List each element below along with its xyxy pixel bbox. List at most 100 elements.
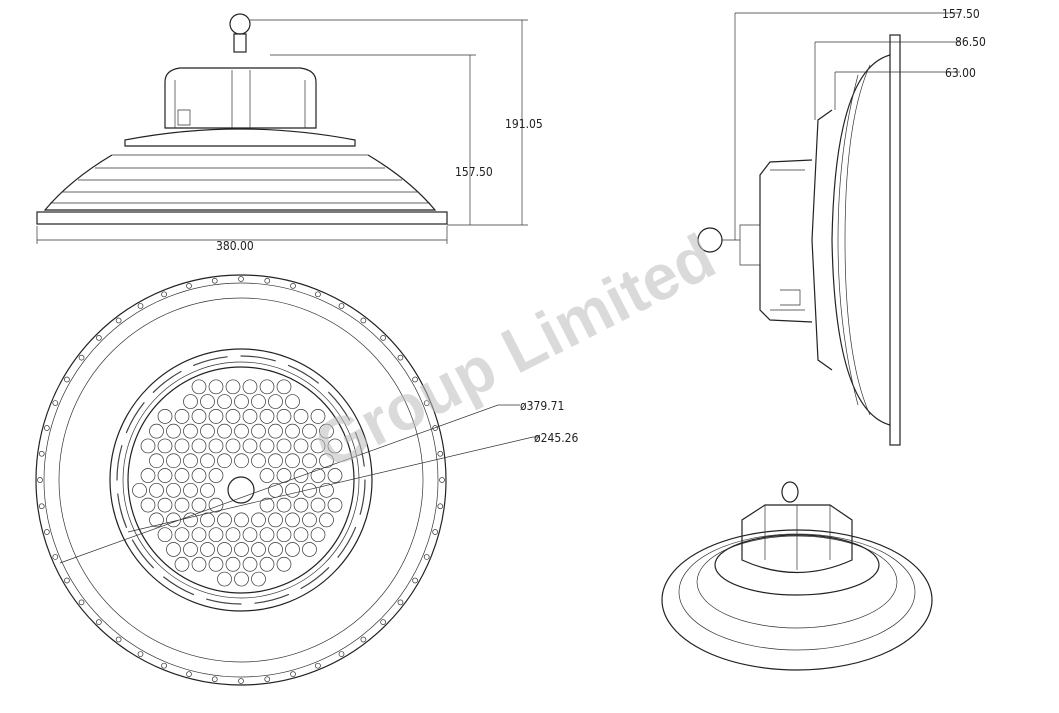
bolt-hole bbox=[96, 335, 102, 341]
led-lens bbox=[259, 409, 275, 424]
led-lens bbox=[285, 512, 300, 528]
led-lens bbox=[293, 438, 309, 454]
heatsink-ring bbox=[109, 348, 373, 612]
bolt-hole bbox=[137, 303, 144, 309]
led-lens bbox=[302, 542, 317, 557]
led-lens bbox=[157, 497, 173, 513]
led-lens bbox=[234, 394, 249, 409]
bolt-hole bbox=[412, 376, 418, 383]
bolt-hole bbox=[115, 317, 122, 324]
bolt-hole bbox=[432, 529, 439, 535]
led-lens bbox=[285, 423, 300, 439]
base-plate bbox=[36, 211, 448, 225]
led-lens bbox=[208, 379, 224, 395]
heatsink-slot bbox=[354, 431, 365, 467]
led-lens bbox=[225, 556, 241, 572]
bolt-hole bbox=[161, 291, 167, 298]
led-lens bbox=[327, 468, 343, 483]
led-lens bbox=[166, 482, 181, 498]
perspective-view bbox=[661, 481, 933, 671]
led-lens bbox=[191, 379, 207, 395]
led-lens bbox=[225, 527, 241, 543]
led-lens bbox=[276, 379, 292, 395]
heatsink-slot bbox=[254, 593, 290, 604]
led-lens bbox=[251, 542, 266, 557]
led-lens bbox=[327, 438, 343, 454]
bolt-hole bbox=[397, 354, 404, 361]
heatsink-slot bbox=[117, 493, 128, 529]
bolt-hole bbox=[432, 425, 439, 431]
bolt-hole bbox=[38, 503, 45, 510]
led-lens bbox=[208, 497, 224, 513]
led-lens bbox=[259, 438, 275, 454]
side-heatsink bbox=[811, 109, 833, 371]
led-lens bbox=[217, 571, 232, 587]
bolt-hole bbox=[315, 662, 321, 669]
led-lens bbox=[302, 423, 317, 439]
led-lens bbox=[242, 556, 258, 572]
led-lens bbox=[191, 438, 207, 454]
heatsink-slot bbox=[206, 598, 242, 605]
led-lens bbox=[310, 497, 326, 513]
hanging-ring bbox=[229, 13, 251, 35]
watermark: Group Limited bbox=[304, 220, 726, 483]
led-lens bbox=[157, 438, 173, 454]
led-lens bbox=[174, 409, 190, 424]
bolt-hole bbox=[238, 678, 244, 684]
led-lens bbox=[319, 512, 334, 528]
led-lens bbox=[242, 379, 258, 395]
led-lens bbox=[149, 512, 164, 528]
bolt-hole bbox=[52, 400, 59, 406]
bolt-hole bbox=[115, 636, 122, 643]
bolt-hole bbox=[412, 577, 418, 584]
led-lens bbox=[183, 394, 198, 409]
bolt-hole bbox=[211, 676, 218, 683]
led-lens bbox=[183, 423, 198, 439]
bolt-hole bbox=[161, 662, 167, 669]
led-lens bbox=[268, 453, 283, 469]
led-lens bbox=[242, 527, 258, 543]
led-lens bbox=[276, 497, 292, 513]
led-lens bbox=[174, 468, 190, 483]
bolt-hole bbox=[186, 282, 192, 289]
led-lens bbox=[217, 512, 232, 528]
led-lens bbox=[191, 468, 207, 483]
led-lens bbox=[149, 423, 164, 439]
dim-inner-diameter: ø245.26 bbox=[534, 431, 579, 445]
side-view: 157.50 86.50 63.00 bbox=[697, 7, 986, 446]
led-lens bbox=[251, 453, 266, 469]
led-lens bbox=[268, 512, 283, 528]
heatsink-slot bbox=[328, 391, 351, 421]
led-lens bbox=[276, 527, 292, 543]
led-lens bbox=[310, 438, 326, 454]
side-dome bbox=[831, 54, 891, 426]
led-lens bbox=[310, 409, 326, 424]
led-lens bbox=[251, 394, 266, 409]
front-view: 191.05 157.50 380.00 bbox=[36, 13, 543, 253]
led-lens bbox=[259, 527, 275, 543]
led-lens bbox=[183, 512, 198, 528]
led-lens bbox=[149, 453, 164, 469]
led-lens bbox=[208, 409, 224, 424]
led-lens bbox=[157, 527, 173, 543]
led-lens bbox=[251, 423, 266, 439]
led-lens bbox=[140, 468, 156, 483]
heatsink-slot bbox=[287, 364, 319, 384]
led-lens bbox=[200, 512, 215, 528]
led-lens bbox=[302, 512, 317, 528]
bolt-hole bbox=[338, 303, 345, 309]
led-lens bbox=[174, 438, 190, 454]
bolt-hole bbox=[37, 477, 43, 483]
dim-side-inner: 63.00 bbox=[945, 66, 976, 80]
led-lens bbox=[285, 542, 300, 557]
led-lens bbox=[302, 453, 317, 469]
dim-width: 380.00 bbox=[216, 239, 254, 253]
led-lens bbox=[200, 542, 215, 557]
led-lens bbox=[217, 542, 232, 557]
led-lens bbox=[268, 482, 283, 498]
heatsink-slot bbox=[125, 402, 145, 434]
led-lens bbox=[208, 556, 224, 572]
bolt-hole bbox=[78, 354, 85, 361]
bolt-hole bbox=[290, 671, 296, 678]
dim-outer-diameter: ø379.71 bbox=[520, 399, 564, 413]
